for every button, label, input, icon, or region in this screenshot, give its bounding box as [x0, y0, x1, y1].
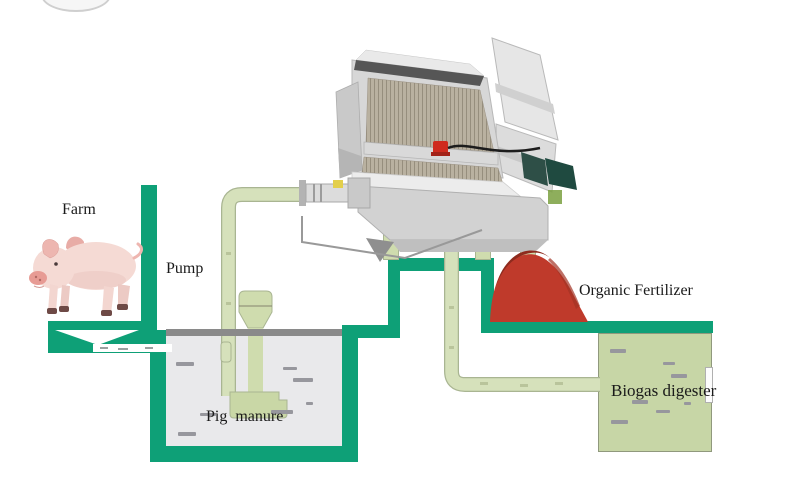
farm-wall: [141, 185, 157, 353]
pit-wall-right: [342, 327, 358, 462]
machine-platform: [388, 258, 494, 271]
step-pit-ledge: [342, 325, 400, 338]
drain-funnel: [55, 330, 172, 352]
pump-label: Pump: [166, 260, 204, 277]
hopper-rim: [354, 60, 484, 86]
pit-wall-bottom: [150, 446, 358, 462]
step-riser-left: [388, 258, 400, 338]
pig-manure-label: Pig manure: [206, 408, 284, 425]
texture-dash: [610, 349, 626, 353]
solid-liquid-separator-machine: [299, 37, 577, 262]
organic-fertilizer-label: Organic Fertilizer: [579, 282, 693, 299]
door-hinge: [521, 152, 548, 186]
fertilizer-platform: [481, 321, 713, 333]
screw-press-unit: [299, 177, 371, 209]
support-wire: [301, 216, 483, 260]
manure-pump: [220, 187, 307, 419]
cropped-photo-edge: [41, 0, 111, 12]
biogas-digester-label: Biogas digester: [611, 381, 717, 400]
organic-fertilizer-pile: [490, 250, 588, 322]
texture-dash: [671, 374, 687, 378]
texture-dash: [306, 402, 313, 405]
texture-dash: [663, 362, 675, 365]
texture-dash: [632, 400, 648, 404]
texture-dash: [200, 413, 216, 416]
farm-label: Farm: [62, 201, 96, 218]
texture-dash: [283, 367, 297, 370]
texture-dash: [178, 432, 196, 436]
discharge-tip: [366, 238, 394, 262]
texture-dash: [611, 420, 628, 424]
pig-image: [29, 236, 143, 316]
power-cable: [447, 144, 541, 153]
liquid-outlet-pipe: [444, 200, 600, 392]
texture-dash: [684, 402, 691, 405]
machine-side-part: [548, 190, 562, 204]
texture-dash: [271, 410, 293, 414]
pit-wall-left: [150, 330, 166, 462]
texture-dash: [176, 362, 194, 366]
red-knob: [433, 141, 448, 154]
pit-rim: [166, 329, 342, 336]
machine-side-part: [545, 158, 577, 190]
texture-dash: [293, 378, 313, 382]
texture-dash: [656, 410, 670, 413]
digester-port: [705, 367, 713, 403]
screen-mesh: [365, 77, 495, 153]
